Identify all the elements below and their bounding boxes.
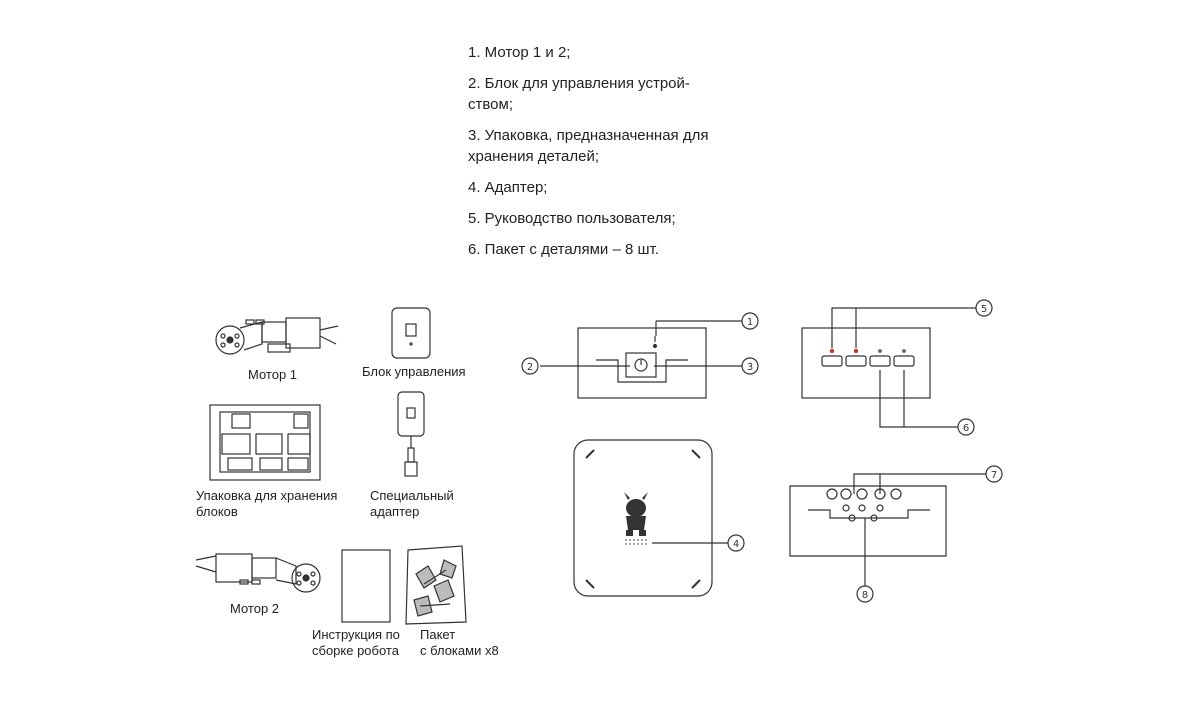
callout-8-num: 8 <box>862 590 868 601</box>
manual-illustration <box>341 549 391 623</box>
list-item-4: 4. Адаптер; <box>468 179 548 196</box>
label-control-block: Блок управления <box>362 364 466 379</box>
packaging-illustration <box>209 404 321 481</box>
list-item-3: 3. Упаковка, предназначенная для хранени… <box>468 127 709 165</box>
callout-1 <box>741 312 759 330</box>
adapter-illustration <box>397 391 425 477</box>
callout-4-num: 4 <box>733 539 739 550</box>
back-view <box>801 307 976 428</box>
label-motor2: Мотор 2 <box>230 601 280 616</box>
label-bag: Пакет с блоками х8 <box>420 627 499 658</box>
contents-list: 1. Мотор 1 и 2; 2. Блок для управления у… <box>468 42 768 270</box>
side-view <box>789 473 986 586</box>
callout-circles <box>521 299 1003 603</box>
top-view <box>573 439 728 597</box>
list-item-1: 1. Мотор 1 и 2; <box>468 44 571 61</box>
label-manual: Инструкция по сборке робота <box>312 627 400 658</box>
callout-7 <box>985 465 1003 483</box>
control-block-illustration <box>391 307 431 359</box>
motor2-illustration <box>195 553 321 593</box>
callout-2-num: 2 <box>527 362 533 373</box>
list-item-6: 6. Пакет с деталями – 8 шт. <box>468 241 659 258</box>
callout-8 <box>856 585 874 603</box>
callout-1-num: 1 <box>747 317 753 328</box>
callout-5 <box>975 299 993 317</box>
callout-7-num: 7 <box>991 470 997 481</box>
callout-4 <box>727 534 745 552</box>
label-motor1: Мотор 1 <box>248 367 298 382</box>
callout-6 <box>957 418 975 436</box>
label-packaging: Упаковка для хранения блоков <box>196 488 338 519</box>
callout-3-num: 3 <box>747 362 753 373</box>
callout-5-num: 5 <box>981 304 987 315</box>
callout-6-num: 6 <box>963 423 969 434</box>
list-item-2: 2. Блок для управления устрой- ством; <box>468 75 690 113</box>
front-view <box>540 320 743 399</box>
motor1-illustration <box>215 317 339 355</box>
list-item-5: 5. Руководство пользователя; <box>468 210 676 227</box>
bag-illustration <box>405 545 467 625</box>
label-adapter: Специальный адаптер <box>370 488 454 519</box>
callout-2 <box>521 357 539 375</box>
callout-3 <box>741 357 759 375</box>
